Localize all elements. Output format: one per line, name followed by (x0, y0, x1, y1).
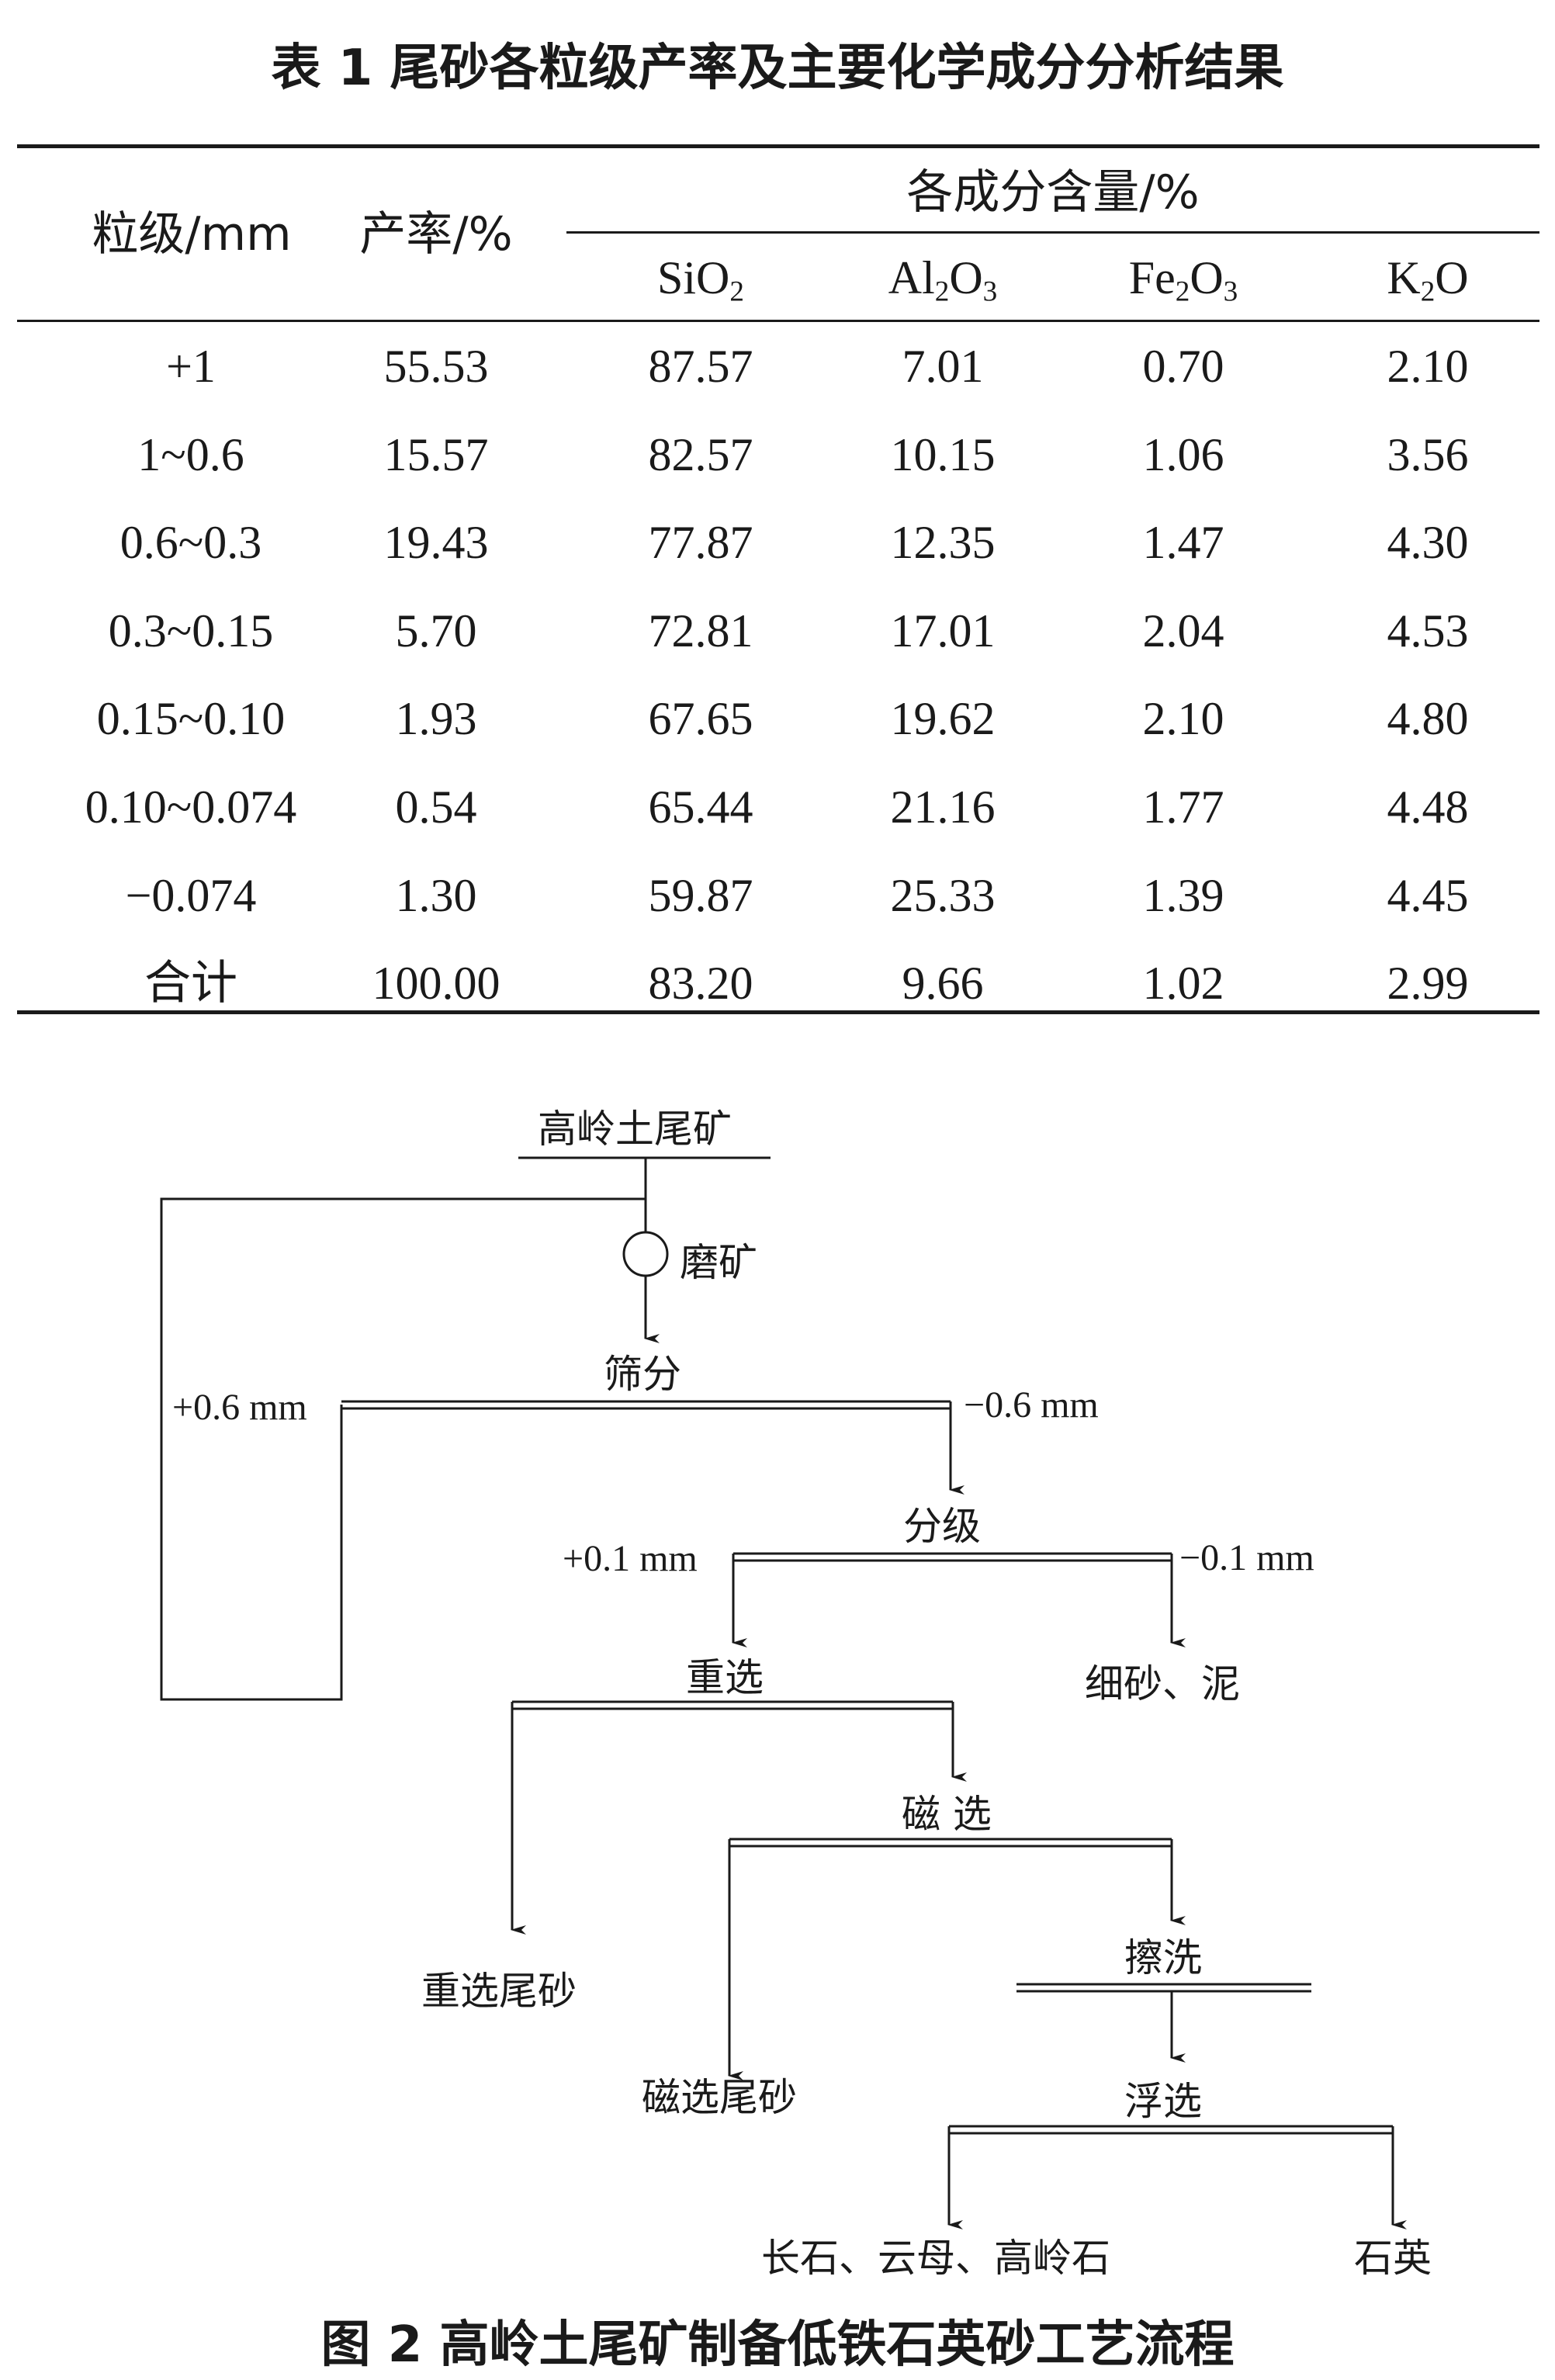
header-component: SiO2 (657, 252, 744, 308)
flow-classification: 分级 (903, 1504, 981, 1549)
flow-class-minus: −0.1 mm (1179, 1537, 1314, 1578)
table-cell: 65.44 (648, 781, 753, 833)
flow-grinding: 磨矿 (680, 1240, 757, 1285)
table-cell: 合计 (144, 956, 237, 1010)
table-cell: 3.56 (1387, 429, 1469, 480)
header-yield: 产率/% (359, 207, 513, 262)
table-cell: 0.3~0.15 (108, 605, 274, 656)
flow-fines: 细砂、泥 (1085, 1661, 1240, 1706)
table-cell: 9.66 (902, 958, 984, 1009)
table-bottom-rule (17, 1010, 1539, 1014)
table-cell: 7.01 (902, 341, 984, 392)
table-cell: 2.04 (1142, 605, 1224, 656)
flow-screen-plus: +0.6 mm (172, 1387, 307, 1428)
table-group-rule (566, 231, 1539, 234)
table-cell: +1 (166, 341, 216, 392)
table-cell: 83.20 (648, 958, 753, 1009)
table-cell: 4.80 (1387, 693, 1469, 744)
table-cell: 19.43 (383, 517, 489, 568)
table-cell: 17.01 (890, 605, 996, 656)
table-cell: 21.16 (890, 781, 996, 833)
table-header-rule (17, 320, 1539, 322)
header-component: Al2O3 (888, 252, 998, 308)
table-cell: 82.57 (648, 429, 753, 480)
table-cell: 55.53 (383, 341, 489, 392)
table-cell: 1.06 (1142, 429, 1224, 480)
table-cell: 0.70 (1142, 341, 1224, 392)
table-cell: 77.87 (648, 517, 753, 568)
table-cell: 4.45 (1387, 870, 1469, 921)
table-cell: 1.39 (1142, 870, 1224, 921)
table-cell: 2.10 (1142, 693, 1224, 744)
table-cell: 0.6~0.3 (119, 517, 262, 568)
flow-magnetic-tailings: 磁选尾砂 (642, 2075, 797, 2120)
table-cell: 0.10~0.074 (85, 781, 297, 833)
figure-caption: 图 2 高岭土尾矿制备低铁石英砂工艺流程 (320, 2316, 1235, 2374)
flow-flotation: 浮选 (1124, 2079, 1202, 2124)
flow-product-quartz: 石英 (1354, 2236, 1432, 2281)
table-cell: 12.35 (890, 517, 996, 568)
table-cell: 100.00 (372, 958, 500, 1009)
table-cell: 1.02 (1142, 958, 1224, 1009)
header-component: K2O (1387, 252, 1469, 308)
flow-screening: 筛分 (604, 1352, 681, 1397)
table-cell: 4.48 (1387, 781, 1469, 833)
table-cell: 1~0.6 (137, 429, 244, 480)
table-cell: 19.62 (890, 693, 996, 744)
table-caption: 表 1 尾砂各粒级产率及主要化学成分分析结果 (271, 40, 1284, 97)
header-component: Fe2O3 (1128, 252, 1238, 308)
table-cell: 0.15~0.10 (96, 693, 286, 744)
header-size: 粒级/mm (92, 207, 292, 262)
table-cell: 1.30 (395, 870, 477, 921)
table-cell: 1.77 (1142, 781, 1224, 833)
table-cell: 2.10 (1387, 341, 1469, 392)
table-top-rule (17, 144, 1539, 148)
flow-gravity: 重选 (686, 1655, 764, 1700)
table-cell: 59.87 (648, 870, 753, 921)
table-cell: 4.30 (1387, 517, 1469, 568)
header-content-group: 各成分含量/% (906, 165, 1200, 220)
table-cell: 15.57 (383, 429, 489, 480)
table-cell: −0.074 (125, 870, 257, 921)
table-cell: 10.15 (890, 429, 996, 480)
flow-gravity-tailings: 重选尾砂 (421, 1969, 577, 2014)
table-cell: 1.93 (395, 693, 477, 744)
table-cell: 0.54 (395, 781, 477, 833)
table-cell: 87.57 (648, 341, 753, 392)
flow-class-plus: +0.1 mm (563, 1538, 698, 1579)
table-cell: 2.99 (1387, 958, 1469, 1009)
flow-screen-minus: −0.6 mm (964, 1384, 1099, 1426)
flow-feed: 高岭土尾矿 (538, 1107, 732, 1152)
flow-product-feldspar-mica-kaolinite: 长石、云母、高岭石 (761, 2236, 1110, 2281)
flow-scrubbing: 擦洗 (1124, 1935, 1202, 1980)
table-cell: 4.53 (1387, 605, 1469, 656)
flow-magnetic: 磁 选 (902, 1792, 992, 1837)
table-cell: 72.81 (648, 605, 753, 656)
table-cell: 25.33 (890, 870, 996, 921)
table-cell: 5.70 (395, 605, 477, 656)
table-cell: 1.47 (1142, 517, 1224, 568)
table-cell: 67.65 (648, 693, 753, 744)
